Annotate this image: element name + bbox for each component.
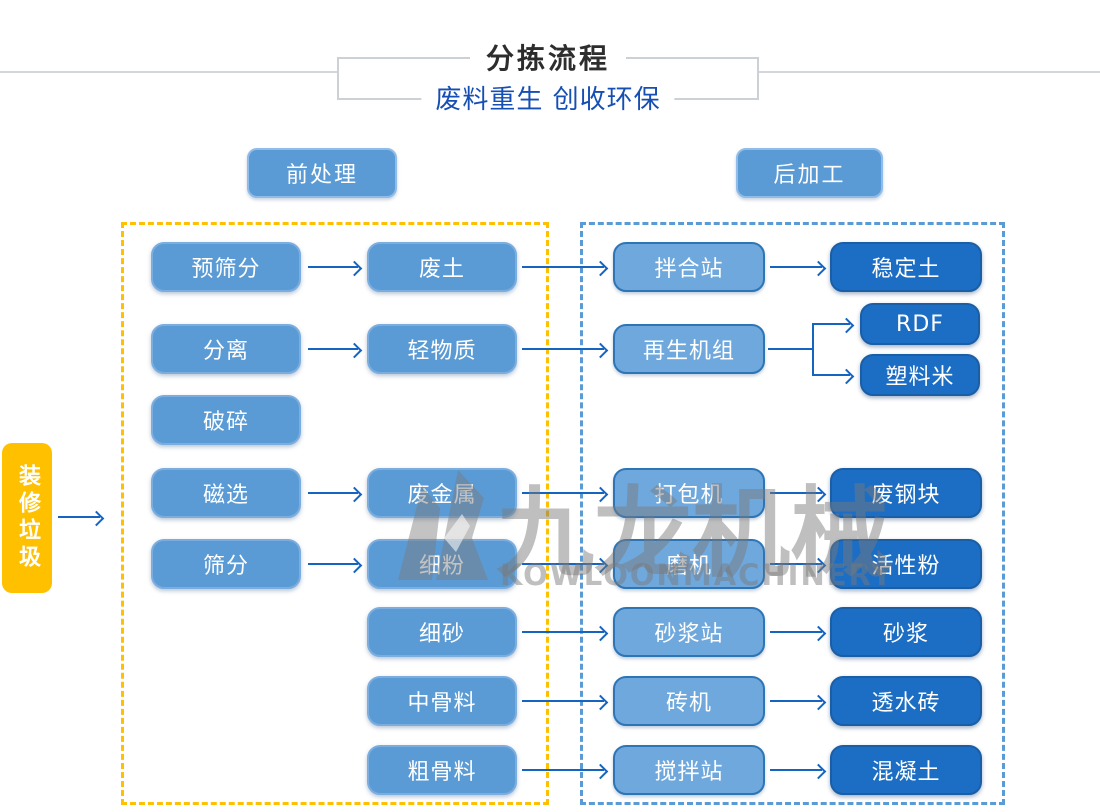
- node-permeable-brick: 透水砖: [830, 676, 982, 726]
- node-brick-machine: 砖机: [613, 676, 765, 726]
- fork-branch-line: [812, 323, 814, 376]
- pre-processing-frame: [121, 222, 549, 805]
- node-mixing-plant: 搅拌站: [613, 745, 765, 795]
- arrow-magnetic-scrapmetal: [308, 492, 358, 494]
- arrow-separation-lightmaterial: [308, 348, 358, 350]
- node-concrete: 混凝土: [830, 745, 982, 795]
- header-title-box: 分拣流程 废料重生 创收环保: [337, 37, 759, 116]
- arrow-screening-finepowder: [308, 563, 358, 565]
- arrow-regenerationunit-plasticpellets: [812, 374, 850, 376]
- fork-stem-line: [768, 348, 812, 350]
- node-fine-sand: 细砂: [367, 607, 517, 657]
- arrow-regenerationunit-rdf: [812, 323, 850, 325]
- stage-pre-processing: 前处理: [247, 148, 397, 198]
- page-subtitle: 废料重生 创收环保: [421, 78, 675, 116]
- arrow-mixingplant-concrete: [770, 769, 822, 771]
- node-mortar: 砂浆: [830, 607, 982, 657]
- node-mixing-station: 拌合站: [613, 242, 765, 292]
- arrow-mediumaggregate-brickmachine: [522, 700, 604, 702]
- node-pre-screening: 预筛分: [151, 242, 301, 292]
- arrow-finepowder-mill: [522, 563, 604, 565]
- arrow-brickmachine-permeablebrick: [770, 700, 822, 702]
- node-screening: 筛分: [151, 539, 301, 589]
- arrow-baler-scrapsteel: [770, 492, 822, 494]
- node-scrap-steel: 废钢块: [830, 468, 982, 518]
- arrow-wastesoil-mixingstation: [522, 266, 604, 268]
- arrow-scrapmetal-baler: [522, 492, 604, 494]
- arrow-mortarstation-mortar: [770, 631, 822, 633]
- node-rdf: RDF: [860, 303, 980, 345]
- arrow-prescreening-wastesoil: [308, 266, 358, 268]
- arrow-mixingstation-stabilizedsoil: [770, 266, 822, 268]
- arrow-lightmaterial-regenerationunit: [522, 348, 604, 350]
- node-scrap-metal: 废金属: [367, 468, 517, 518]
- node-mortar-station: 砂浆站: [613, 607, 765, 657]
- arrow-mill-activepowder: [770, 563, 822, 565]
- node-crushing: 破碎: [151, 395, 301, 445]
- stage-post-processing: 后加工: [736, 148, 883, 198]
- node-waste-soil: 废土: [367, 242, 517, 292]
- page-title: 分拣流程: [469, 37, 627, 77]
- node-fine-powder: 细粉: [367, 539, 517, 589]
- node-stabilized-soil: 稳定土: [830, 242, 982, 292]
- node-active-powder: 活性粉: [830, 539, 982, 589]
- arrow-coarseaggregate-mixingplant: [522, 769, 604, 771]
- node-light-material: 轻物质: [367, 324, 517, 374]
- post-processing-frame: [580, 222, 1005, 805]
- node-medium-aggregate: 中骨料: [367, 676, 517, 726]
- node-plastic-pellets: 塑料米: [860, 354, 980, 396]
- node-baler: 打包机: [613, 468, 765, 518]
- node-mill: 磨机: [613, 539, 765, 589]
- node-separation: 分离: [151, 324, 301, 374]
- node-renovation-waste: 装修垃圾: [2, 443, 52, 593]
- node-regeneration-unit: 再生机组: [613, 324, 765, 374]
- node-magnetic-separation: 磁选: [151, 468, 301, 518]
- arrow-source-to-pre: [58, 516, 100, 518]
- arrow-finesand-mortarstation: [522, 631, 604, 633]
- node-coarse-aggregate: 粗骨料: [367, 745, 517, 795]
